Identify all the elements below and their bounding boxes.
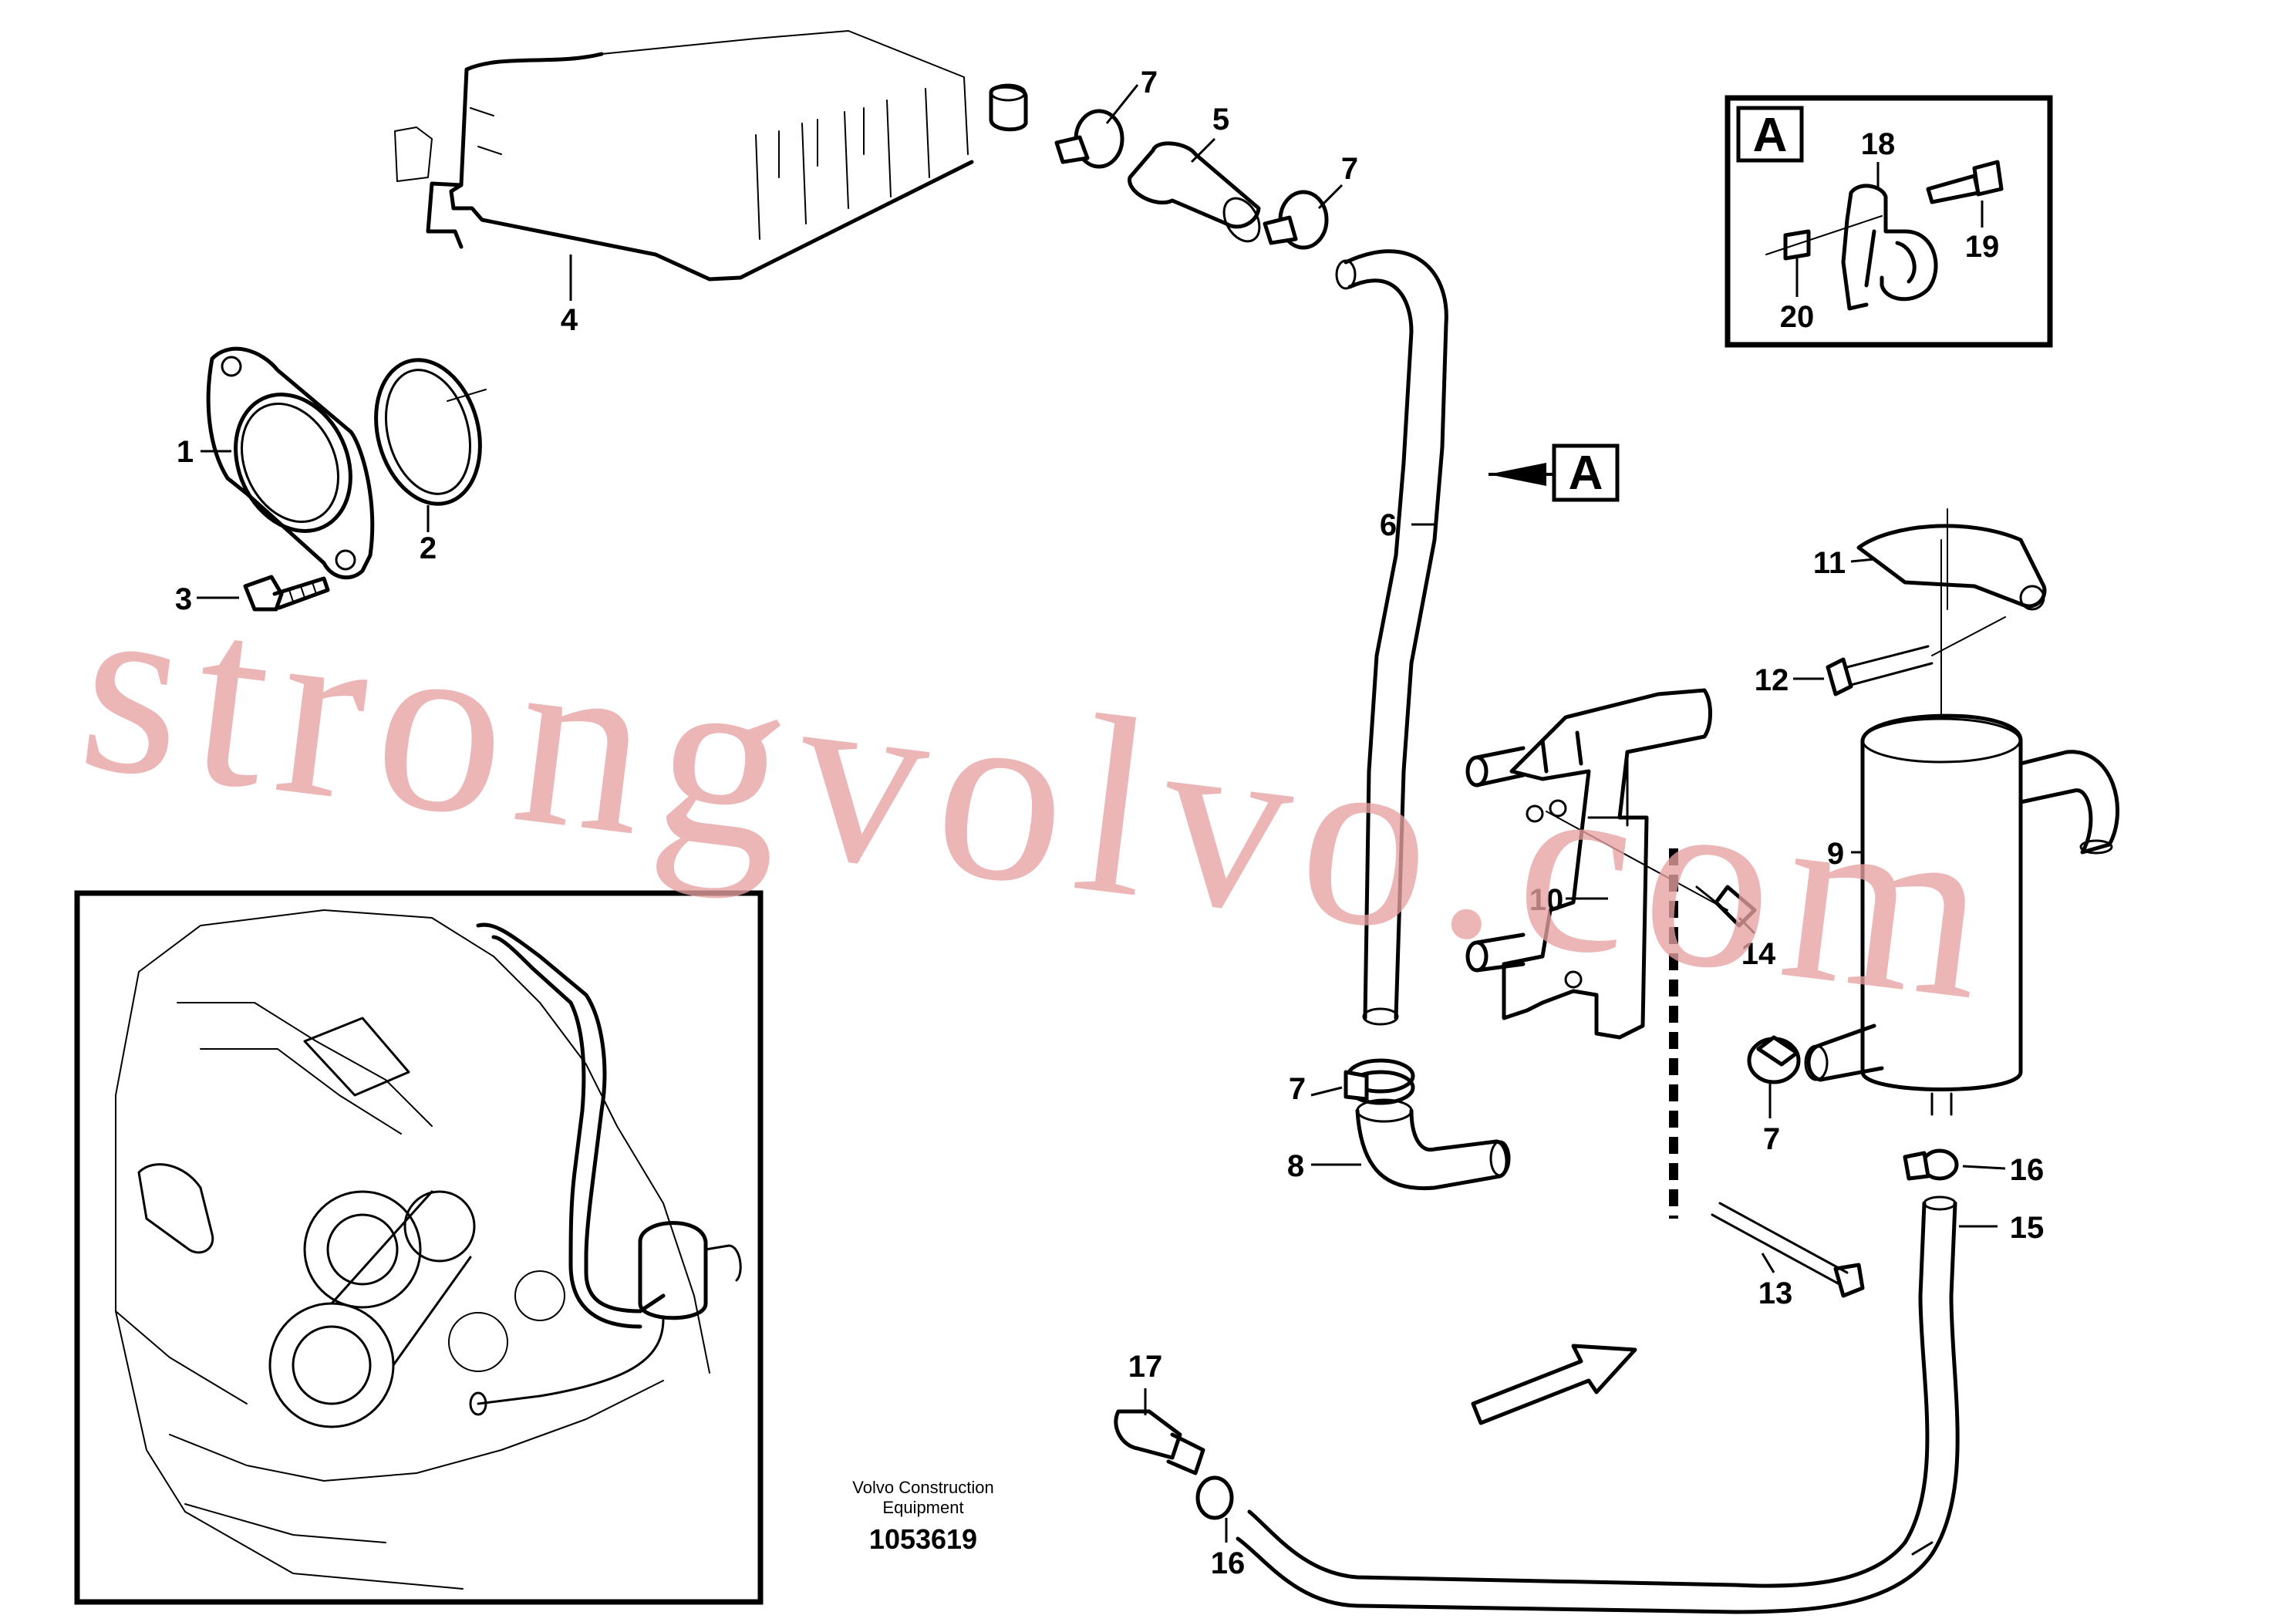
view-reference-letter: A [1569, 447, 1603, 500]
callout-17: 17 [1128, 1350, 1163, 1384]
view-reference-box [1489, 443, 1620, 502]
callout-9: 9 [1827, 837, 1844, 871]
callout-7-top-left: 7 [1141, 66, 1158, 99]
leader-lines [197, 84, 2006, 1543]
callout-16-right: 16 [2010, 1153, 2045, 1187]
callout-13: 13 [1758, 1276, 1793, 1310]
caption-line-2: Equipment [882, 1498, 963, 1517]
callout-4: 4 [561, 303, 578, 337]
callout-7-lower-right: 7 [1763, 1122, 1780, 1156]
flange-screw [243, 575, 330, 612]
callout-6: 6 [1380, 508, 1397, 542]
lower-screw [1711, 1202, 1865, 1298]
drain-fitting [1903, 1148, 1959, 1181]
band-screw [1826, 616, 2006, 696]
callout-18: 18 [1861, 127, 1896, 161]
callout-7-top-right: 7 [1341, 152, 1358, 186]
callout-12: 12 [1755, 663, 1789, 697]
callout-3: 3 [175, 582, 192, 616]
callout-15: 15 [2010, 1211, 2045, 1245]
caption-line-1: Volvo Construction [852, 1478, 993, 1497]
engine-overview-inset [74, 890, 764, 1605]
elbow-hose [1355, 1098, 1511, 1191]
callout-19: 19 [1965, 230, 2000, 264]
callout-11: 11 [1813, 546, 1846, 580]
callout-20: 20 [1780, 300, 1815, 334]
callout-14: 14 [1741, 937, 1776, 971]
nipple-top [989, 83, 1028, 132]
strap-band [1856, 508, 2047, 611]
flow-arrow [1471, 1344, 1637, 1425]
breather-hose [1335, 249, 1448, 1026]
callout-2: 2 [420, 531, 437, 565]
callout-5: 5 [1212, 103, 1229, 137]
bracket-screw [1546, 811, 1757, 928]
o-ring [374, 358, 487, 506]
flange-cover [206, 346, 375, 580]
callout-8: 8 [1287, 1149, 1304, 1183]
detail-view-a [1725, 95, 2053, 348]
callout-7-lower-left: 7 [1289, 1072, 1306, 1106]
hose-clamp-top-right [1263, 190, 1329, 250]
callout-1: 1 [177, 435, 194, 469]
oil-separator [1804, 539, 2120, 1116]
drain-hose [1236, 1195, 1960, 1614]
callout-16-bottom: 16 [1211, 1546, 1246, 1580]
hose-clamp-lower-right [1747, 1035, 1801, 1084]
drawing-number: 1053619 [869, 1523, 977, 1555]
drain-valve [1114, 1409, 1234, 1520]
hose-clamp-top-left [1054, 109, 1124, 169]
callout-10: 10 [1529, 883, 1564, 917]
valve-cover [394, 30, 974, 282]
mounting-bracket [1465, 688, 1712, 1040]
detail-view-letter: A [1753, 109, 1788, 162]
hose-connector [1128, 141, 1261, 243]
hose-clamp-lower-left [1344, 1058, 1415, 1105]
